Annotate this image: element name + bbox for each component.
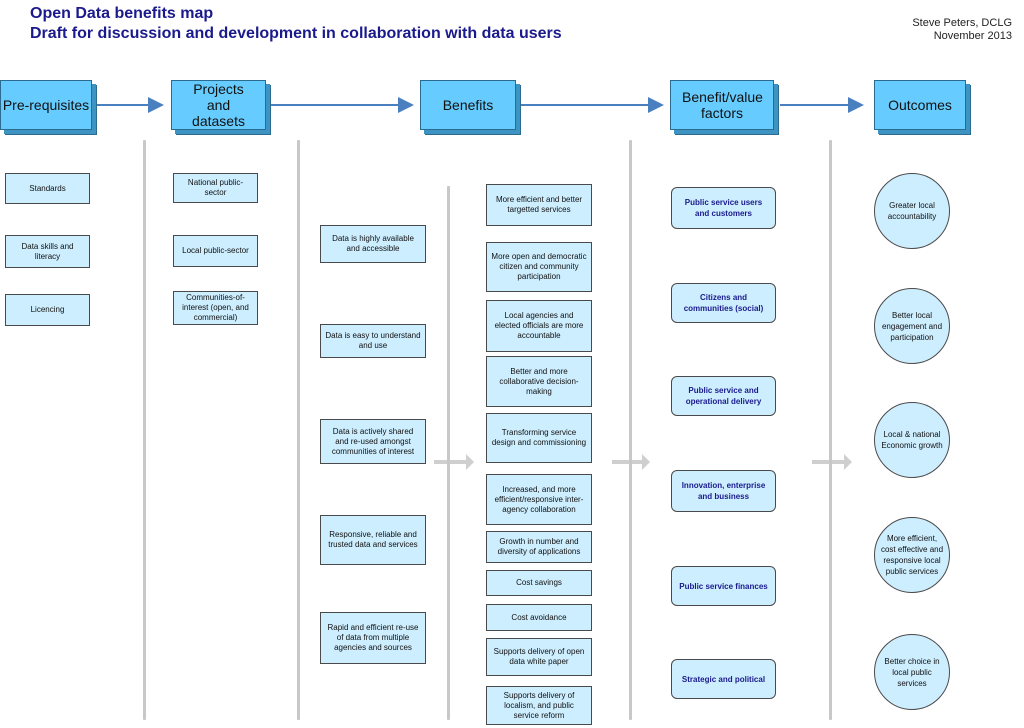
- author-name: Steve Peters, DCLG: [912, 17, 1012, 29]
- author-date: November 2013: [933, 30, 1012, 42]
- factor-box: Public service finances: [671, 566, 776, 606]
- diagram-subtitle: Draft for discussion and development in …: [30, 25, 562, 42]
- benefit-box: Local agencies and elected officials are…: [486, 300, 592, 352]
- factor-box: Strategic and political: [671, 659, 776, 699]
- benefit-box: Supports delivery of localism, and publi…: [486, 686, 592, 725]
- benefit-box: Transforming service design and commissi…: [486, 413, 592, 463]
- factor-box: Public service users and customers: [671, 187, 776, 229]
- benefit-box: More open and democratic citizen and com…: [486, 242, 592, 292]
- benefit-box: Cost savings: [486, 570, 592, 596]
- header-projects: Projects and datasets: [171, 80, 266, 130]
- header-benefits-label: Benefits: [442, 97, 494, 113]
- header-benefits: Benefits: [420, 80, 516, 130]
- benefit-box: More efficient and better targetted serv…: [486, 184, 592, 226]
- header-factors-label: Benefit/value factors: [682, 89, 763, 121]
- benefit-box: Increased, and more efficient/responsive…: [486, 474, 592, 525]
- benefit-box: Better and more collaborative decision-m…: [486, 356, 592, 407]
- divider-1: [143, 140, 146, 720]
- header-outcomes: Outcomes: [874, 80, 966, 130]
- grey-arrow-3: [812, 454, 852, 470]
- benefit-box: Supports delivery of open data white pap…: [486, 638, 592, 676]
- header-factors: Benefit/value factors: [670, 80, 774, 130]
- data-quality-box: Responsive, reliable and trusted data an…: [320, 515, 426, 565]
- header-projects-label: Projects and datasets: [192, 81, 245, 129]
- data-quality-box: Data is actively shared and re-used amon…: [320, 419, 426, 464]
- header-prerequisites: Pre-requisites: [0, 80, 92, 130]
- benefit-box: Cost avoidance: [486, 604, 592, 631]
- outcome-circle: Better local engagement and participatio…: [874, 288, 950, 364]
- header-prerequisites-label: Pre-requisites: [2, 97, 90, 113]
- divider-5: [829, 140, 832, 720]
- divider-4: [629, 140, 632, 720]
- diagram-title: Open Data benefits map: [30, 5, 214, 22]
- outcome-circle: Better choice in local public services: [874, 634, 950, 710]
- grey-arrow-2: [612, 454, 650, 470]
- outcome-circle: Greater local accountability: [874, 173, 950, 249]
- grey-arrow-1: [434, 454, 474, 470]
- factor-box: Innovation, enterprise and business: [671, 470, 776, 512]
- outcome-circle: More efficient, cost effective and respo…: [874, 517, 950, 593]
- data-quality-box: Data is highly available and accessible: [320, 225, 426, 263]
- header-outcomes-label: Outcomes: [888, 97, 952, 113]
- project-box: Local public-sector: [173, 235, 258, 267]
- benefit-box: Growth in number and diversity of applic…: [486, 531, 592, 563]
- data-quality-box: Data is easy to understand and use: [320, 324, 426, 358]
- factor-box: Public service and operational delivery: [671, 376, 776, 416]
- author-block: Steve Peters, DCLG November 2013: [912, 17, 1012, 43]
- prereq-box: Data skills and literacy: [5, 235, 90, 268]
- project-box: Communities-of-interest (open, and comme…: [173, 291, 258, 325]
- project-box: National public-sector: [173, 173, 258, 203]
- prereq-box: Licencing: [5, 294, 90, 326]
- divider-2: [297, 140, 300, 720]
- data-quality-box: Rapid and efficient re-use of data from …: [320, 612, 426, 664]
- divider-3: [447, 186, 450, 720]
- factor-box: Citizens and communities (social): [671, 283, 776, 323]
- outcome-circle: Local & national Economic growth: [874, 402, 950, 478]
- prereq-box: Standards: [5, 173, 90, 204]
